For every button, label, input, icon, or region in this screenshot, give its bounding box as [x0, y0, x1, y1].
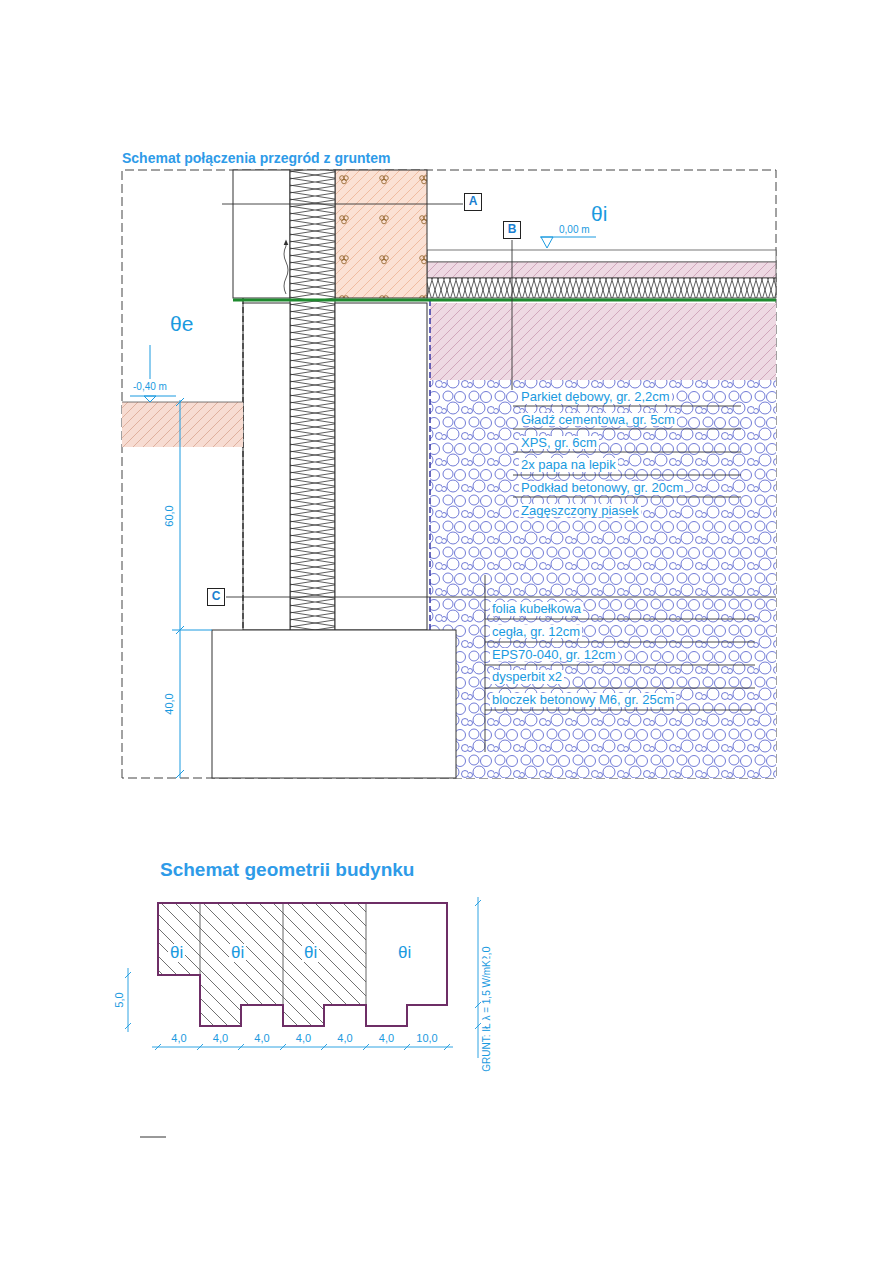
- callout-letter: B: [508, 223, 517, 237]
- temperature-symbol: θe: [170, 313, 193, 335]
- dimension-value: 4,0: [378, 1033, 395, 1045]
- layer-name: dysperbit x2: [490, 670, 564, 684]
- layer-name: Parkiet dębowy, gr. 2,2cm: [519, 390, 672, 404]
- callout-box: C: [207, 588, 226, 606]
- layer-name: Zagęszczony piasek: [519, 504, 641, 518]
- dimension-value: 5,0: [114, 990, 126, 1009]
- layer-name: bloczek betonowy M6, gr. 25cm: [490, 693, 676, 707]
- dimension-value: 4,0: [295, 1033, 312, 1045]
- layer-name: cegła, gr. 12cm: [490, 625, 582, 639]
- drawing-title: Schemat geometrii budynku: [160, 860, 414, 880]
- temperature-symbol: θi: [396, 944, 413, 962]
- layer-name: 2x papa na lepik: [519, 458, 618, 472]
- dimension-value: GRUNT: IŁ λ = 1,5 W/mK: [482, 958, 493, 1073]
- layer-name: EPS70-040, gr. 12cm: [490, 648, 618, 662]
- drawing-title: Schemat połączenia przegród z gruntem: [122, 151, 390, 166]
- dimension-value: 10,0: [415, 1033, 438, 1045]
- callout-letter: A: [469, 195, 478, 209]
- layer-name: Podkład betonowy, gr. 20cm: [519, 481, 685, 495]
- level-mark: 0,00 m: [557, 225, 592, 236]
- callout-letter: C: [212, 590, 221, 604]
- dimension-value: 4,0: [170, 1033, 187, 1045]
- layer-name: XPS, gr. 6cm: [519, 436, 599, 450]
- dimension-value: 4,0: [253, 1033, 270, 1045]
- temperature-symbol: θi: [229, 944, 246, 962]
- dimension-value: 4,0: [336, 1033, 353, 1045]
- dimension-value: 60,0: [164, 503, 176, 528]
- temperature-symbol: θi: [168, 944, 185, 962]
- callout-box: B: [503, 221, 522, 239]
- dimension-value: 4,0: [212, 1033, 229, 1045]
- callout-box: A: [464, 193, 483, 211]
- level-mark: -0,40 m: [131, 382, 169, 393]
- temperature-symbol: θi: [591, 203, 607, 225]
- layer-name: Gładź cementowa, gr. 5cm: [519, 413, 677, 427]
- temperature-symbol: θi: [302, 944, 319, 962]
- layer-name: folia kubełkowa: [490, 602, 583, 616]
- dimension-value: 40,0: [164, 691, 176, 716]
